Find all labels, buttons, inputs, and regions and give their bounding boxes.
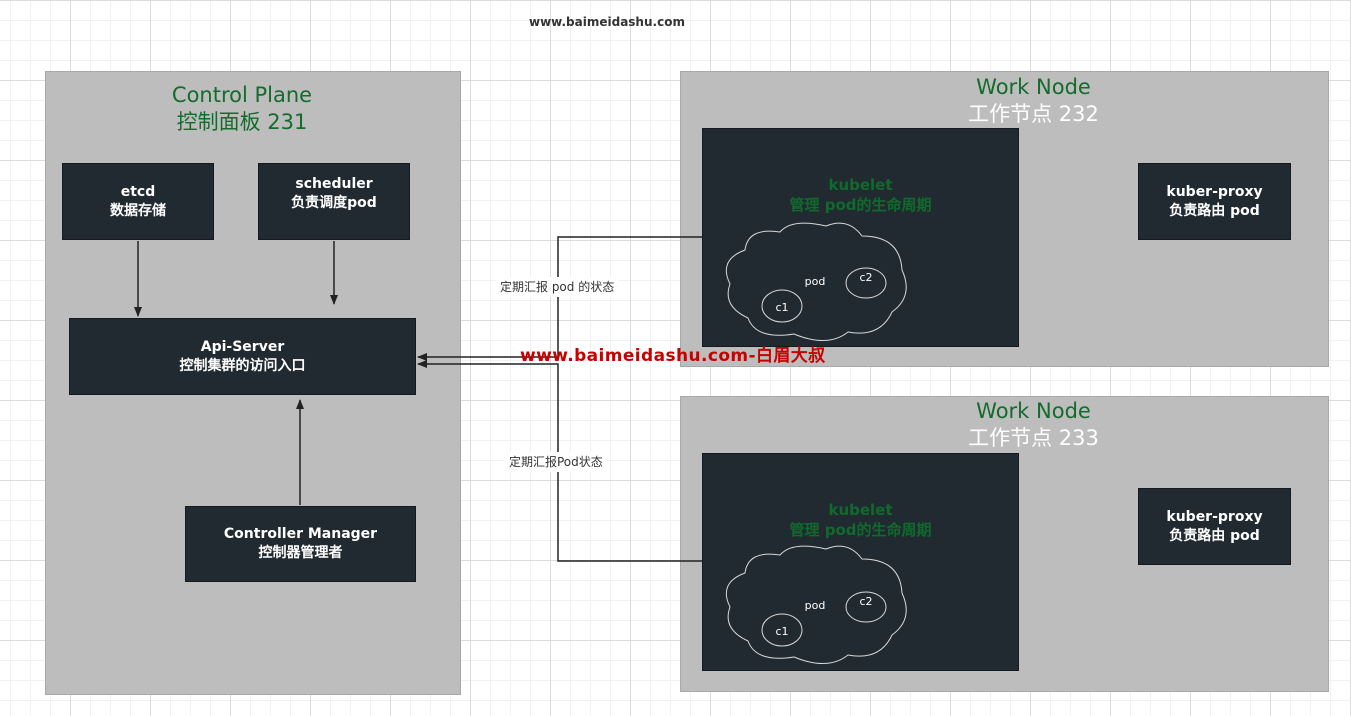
scheduler-desc: 负责调度pod [291, 195, 377, 211]
kubelet-232-label: kubelet 管理 pod的生命周期 [702, 175, 1019, 215]
control-plane-title: Control Plane 控制面板 231 [45, 82, 439, 136]
container-c1-233 [761, 613, 803, 647]
edge-label-report-2: 定期汇报Pod状态 [505, 452, 607, 472]
container-c2-232 [845, 267, 887, 299]
kuber-proxy-233-desc: 负责路由 pod [1169, 527, 1260, 544]
pod-232-label: pod [805, 275, 826, 288]
pod-233-label: pod [805, 599, 826, 612]
container-c2-233 [845, 591, 887, 623]
api-server-box: Api-Server 控制集群的访问入口 [69, 318, 416, 395]
work-node-232-title-en: Work Node [976, 75, 1091, 99]
control-plane-title-en: Control Plane [171, 83, 313, 107]
controller-manager-box: Controller Manager 控制器管理者 [185, 506, 416, 582]
watermark-text: www.baimeidashu.com-白眉大叔 [520, 346, 826, 366]
kuber-proxy-233-box: kuber-proxy 负责路由 pod [1138, 488, 1291, 565]
kubelet-232-desc: 管理 pod的生命周期 [789, 196, 932, 214]
pod-cloud-233: pod c2 c1 [725, 545, 907, 664]
kuber-proxy-232-box: kuber-proxy 负责路由 pod [1138, 163, 1291, 240]
work-node-233-title: Work Node 工作节点 233 [918, 398, 1149, 452]
api-server-desc: 控制集群的访问入口 [179, 357, 306, 374]
kubelet-233-label: kubelet 管理 pod的生命周期 [702, 500, 1019, 540]
work-node-232-title: Work Node 工作节点 232 [918, 74, 1149, 128]
work-node-232-title-cn: 工作节点 232 [968, 102, 1099, 126]
site-url: www.baimeidashu.com [529, 15, 685, 29]
api-server-name: Api-Server [200, 338, 285, 355]
work-node-233-title-cn: 工作节点 233 [968, 426, 1099, 450]
controller-manager-name: Controller Manager [223, 526, 378, 542]
container-c2-232-label: c2 [859, 271, 872, 284]
edge-label-report-1: 定期汇报 pod 的状态 [496, 277, 619, 297]
kuber-proxy-232-name: kuber-proxy [1166, 183, 1263, 200]
etcd-desc: 数据存储 [110, 202, 166, 219]
kubelet-232-box [702, 128, 1019, 347]
kubelet-233-box [702, 453, 1019, 671]
kubelet-233-desc: 管理 pod的生命周期 [789, 521, 932, 539]
pod-cloud-232: pod c2 c1 [725, 222, 907, 341]
controller-manager-desc: 控制器管理者 [258, 545, 343, 561]
scheduler-name: scheduler [295, 176, 373, 192]
container-c1-233-label: c1 [775, 625, 788, 638]
etcd-name: etcd [120, 183, 156, 200]
container-c1-232-label: c1 [775, 301, 788, 314]
container-c1-232 [761, 289, 803, 323]
kubelet-232-name: kubelet [828, 176, 893, 194]
control-plane-title-cn: 控制面板 231 [176, 110, 308, 134]
kubelet-233-name: kubelet [828, 501, 893, 519]
scheduler-box: scheduler 负责调度pod [258, 163, 410, 240]
container-c2-233-label: c2 [859, 595, 872, 608]
kuber-proxy-233-name: kuber-proxy [1166, 508, 1263, 525]
work-node-233-title-en: Work Node [976, 399, 1091, 423]
etcd-box: etcd 数据存储 [62, 163, 214, 240]
edge-node232-to-api [417, 236, 702, 361]
kuber-proxy-232-desc: 负责路由 pod [1169, 202, 1260, 219]
